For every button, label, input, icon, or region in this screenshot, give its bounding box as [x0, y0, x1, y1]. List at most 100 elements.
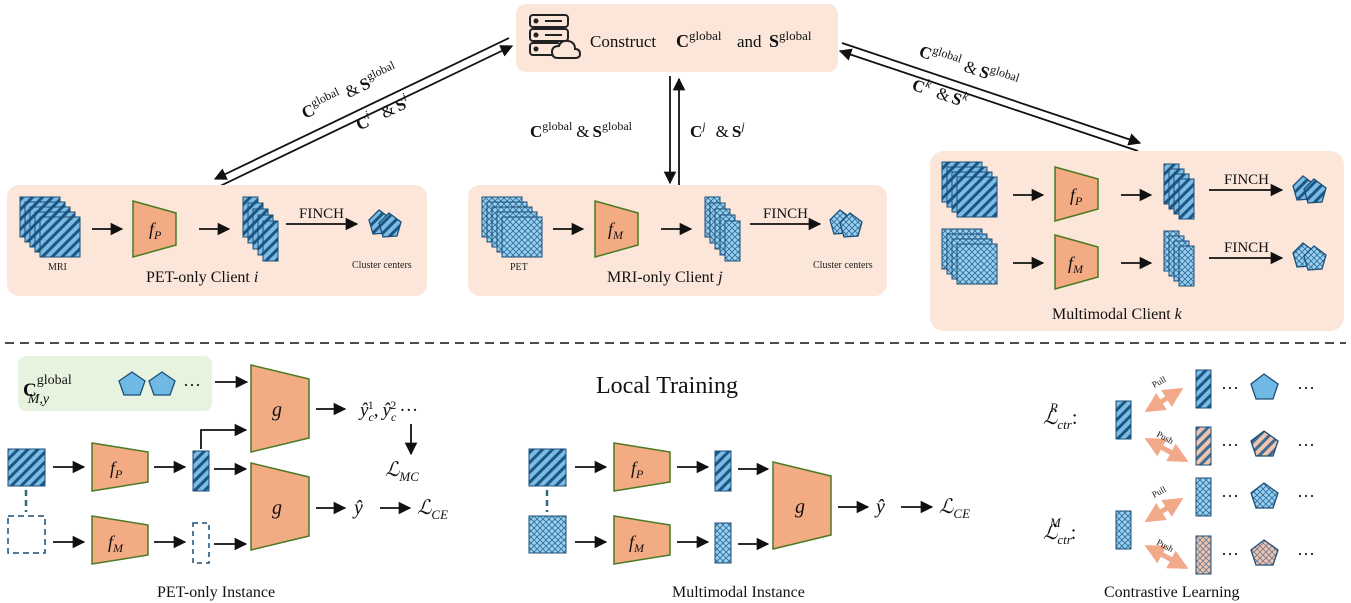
pet-input-stack-icon: [481, 196, 543, 258]
multimodal-feature-stack-m-icon: [1163, 230, 1195, 287]
mri-client-input-label: PET: [510, 262, 528, 273]
server-s-global: Sglobal: [769, 28, 812, 51]
multimodal-finch-label-2: FINCH: [1224, 240, 1269, 256]
mm-instance-caption: Multimodal Instance: [672, 584, 805, 601]
svg-text:fP: fP: [149, 219, 162, 242]
multimodal-client-title: Multimodal Client k: [1052, 306, 1183, 323]
svg-text:fM: fM: [629, 532, 645, 555]
mm-instance-classifier-g: g: [772, 461, 832, 550]
pet-instance-caption: PET-only Instance: [157, 584, 275, 601]
contrastive-negative-p: [1195, 426, 1212, 466]
svg-text:fP: fP: [1070, 185, 1083, 208]
pet-client-feature-stack-icon: [242, 196, 279, 262]
svg-text:···: ···: [1221, 544, 1239, 564]
mm-instance-pet-input: [528, 515, 567, 554]
pet-client-centers-label: Cluster centers: [352, 260, 412, 271]
pet-client-input-label: MRI: [48, 262, 67, 273]
svg-text:g: g: [272, 497, 282, 519]
svg-text:···: ···: [1297, 435, 1315, 455]
server-box: Construct Cglobal and Sglobal: [516, 4, 838, 72]
pet-instance-yc-outputs: ŷc1,ŷc2···: [358, 398, 418, 424]
pet-client-title: PET-only Client i: [146, 269, 258, 286]
multimodal-client-panel: fP FINCH fM: [930, 151, 1344, 331]
mri-client-title: MRI-only Client j: [607, 269, 723, 286]
mri-client-centers-label: Cluster centers: [813, 260, 873, 271]
mm-instance-feature-m: [714, 522, 732, 564]
svg-text:fP: fP: [631, 458, 644, 481]
mri-client-finch-label: FINCH: [763, 206, 808, 222]
multimodal-feature-stack-p-icon: [1163, 163, 1195, 220]
svg-text:fM: fM: [1068, 253, 1084, 276]
arrow-server-to-mri-client: Cglobal&Sglobal Cj&Sj: [530, 76, 745, 186]
middle-up-label: Cj&Sj: [690, 119, 745, 141]
contrastive-loss-p-label: ℒctrP:: [1043, 400, 1077, 432]
svg-text:···: ···: [1297, 486, 1315, 506]
push-arrow-m: [1144, 544, 1189, 570]
svg-text:···: ···: [1221, 435, 1239, 455]
contrastive-anchor-m: [1115, 510, 1132, 550]
global-prototype-dots: ···: [183, 375, 201, 395]
server-and: and: [737, 32, 762, 51]
contrastive-positive-p: [1195, 369, 1212, 409]
svg-text:···: ···: [1297, 378, 1315, 398]
svg-text:g: g: [795, 496, 805, 518]
svg-text:···: ···: [1221, 486, 1239, 506]
multimodal-encoder-p: fP: [1054, 166, 1099, 222]
right-up-label: Ck&Sk: [910, 72, 971, 111]
contrastive-proto-m: [1250, 482, 1279, 509]
mri-client-feature-stack-icon: [704, 196, 741, 262]
server-label: Construct: [590, 32, 656, 51]
pet-instance-loss-ce: ℒCE: [417, 497, 448, 522]
pet-instance-missing-pet: [7, 515, 46, 554]
contrastive-caption: Contrastive Learning: [1104, 584, 1240, 601]
pet-instance-yhat: ŷ: [352, 497, 363, 519]
pull-arrow-p: [1144, 387, 1184, 413]
mri-input-stack-icon: [19, 196, 81, 258]
pet-instance-mri-input: [7, 448, 46, 487]
multimodal-mri-input-stack-icon: [941, 161, 998, 218]
pet-instance-classifier-g-top: g: [250, 364, 310, 453]
pet-only-instance: fP fM g g ŷc1,ŷc2··· ℒMC ŷ ℒCE PET-only …: [7, 364, 448, 601]
pet-client-encoder: fP: [132, 200, 177, 258]
pet-only-client-panel: MRI fP FINCH Cluster centers PET-only Cl…: [7, 185, 427, 296]
left-down-label: Cglobal&Sglobal: [297, 58, 401, 123]
multimodal-finch-label-1: FINCH: [1224, 172, 1269, 188]
multimodal-pet-input-stack-icon: [941, 228, 998, 285]
pull-arrow-m: [1144, 497, 1184, 523]
mri-client-encoder: fM: [594, 200, 639, 258]
global-prototype-icons: [118, 371, 176, 396]
pet-client-cluster-centers-icon: [368, 209, 402, 238]
svg-text:fM: fM: [608, 219, 624, 242]
contrastive-proto-p: [1250, 373, 1279, 400]
pet-instance-feature-m-missing: [192, 522, 210, 564]
mm-instance-feature-p: [714, 450, 732, 492]
contrastive-neg-proto-p: [1250, 430, 1279, 457]
contrastive-negative-m: [1195, 535, 1212, 575]
pet-instance-classifier-g-bottom: g: [250, 462, 310, 551]
pull-label-m: Pull: [1150, 484, 1168, 500]
server-cloud-icon: [529, 14, 582, 59]
mm-instance-encoder-p: fP: [613, 442, 671, 492]
contrastive-learning: ℒctrP: Pull ··· ··· Push ··· ··· ℒctrM: …: [1043, 369, 1315, 601]
push-arrow-p: [1144, 437, 1189, 463]
pet-instance-feature-p: [192, 450, 210, 492]
pet-client-finch-label: FINCH: [299, 206, 344, 222]
mri-client-cluster-centers-icon: [829, 209, 863, 238]
mri-only-client-panel: PET fM FINCH Cluster centers MRI-only Cl…: [468, 185, 887, 296]
arrow-server-to-pet-client: Cglobal&Sglobal Ci&Si: [213, 37, 514, 188]
pull-label-p: Pull: [1150, 374, 1168, 390]
right-down-label: Cglobal&Sglobal: [917, 39, 1022, 93]
multimodal-cluster-centers-m-icon: [1292, 242, 1327, 271]
contrastive-positive-m: [1195, 477, 1212, 517]
svg-text:···: ···: [1221, 378, 1239, 398]
multimodal-instance: fP fM g ŷ ℒCE Multimodal Instance: [528, 442, 970, 601]
local-training-title: Local Training: [596, 373, 738, 399]
contrastive-neg-proto-m: [1250, 539, 1279, 566]
contrastive-loss-m-label: ℒctrM:: [1043, 515, 1076, 547]
pet-instance-loss-mc: ℒMC: [385, 459, 419, 484]
server-c-global: Cglobal: [676, 28, 722, 51]
contrastive-anchor-p: [1115, 400, 1132, 440]
